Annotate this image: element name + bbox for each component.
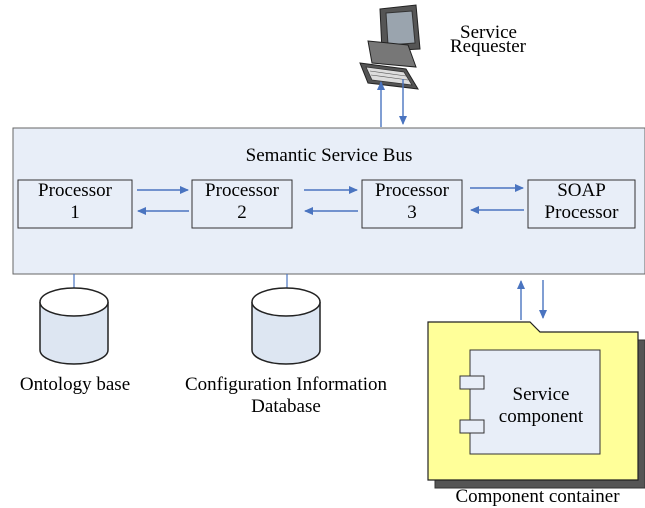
configuration-db-label-line1: Configuration Information bbox=[184, 374, 388, 395]
soap-processor: SOAP Processor bbox=[528, 180, 635, 228]
configuration-database-icon bbox=[251, 287, 321, 365]
processor-3-box bbox=[361, 179, 463, 229]
processor-1-box bbox=[17, 179, 133, 229]
service-component-label: Service component bbox=[486, 384, 596, 428]
soap-processor-line2: Processor bbox=[544, 202, 619, 223]
processor-1: Processor 1 bbox=[18, 180, 132, 228]
requester-label-line1: Service bbox=[460, 22, 517, 43]
ontology-database-icon bbox=[39, 287, 109, 365]
service-component-line2: component bbox=[498, 406, 584, 427]
processor-2-line1: Processor bbox=[205, 180, 279, 201]
component-port-top bbox=[459, 375, 485, 390]
service-component-box bbox=[469, 349, 601, 455]
computer-icon bbox=[359, 4, 421, 90]
processor-3-line1: Processor bbox=[375, 180, 449, 201]
component-port-bottom bbox=[459, 419, 485, 434]
processor-2-box bbox=[191, 179, 293, 229]
processor-2: Processor 2 bbox=[192, 180, 292, 228]
component-container-label: Component container bbox=[455, 486, 620, 507]
bus-title: Semantic Service Bus bbox=[245, 145, 413, 166]
configuration-db-label: Configuration Information Database bbox=[166, 374, 406, 418]
soap-processor-line1: SOAP bbox=[557, 180, 606, 201]
processor-2-line2: 2 bbox=[237, 202, 247, 223]
requester-label-line2: Requester bbox=[450, 36, 526, 57]
processor-1-line1: Processor bbox=[38, 180, 112, 201]
requester-label: Service Requester bbox=[450, 22, 526, 58]
soap-processor-box bbox=[527, 179, 636, 229]
processor-3: Processor 3 bbox=[362, 180, 462, 228]
processor-1-line2: 1 bbox=[70, 202, 80, 223]
ontology-base-label: Ontology base bbox=[19, 374, 131, 395]
configuration-db-label-line2: Database bbox=[251, 396, 321, 417]
processor-3-line2: 3 bbox=[407, 202, 417, 223]
service-component-line1: Service bbox=[512, 384, 570, 405]
